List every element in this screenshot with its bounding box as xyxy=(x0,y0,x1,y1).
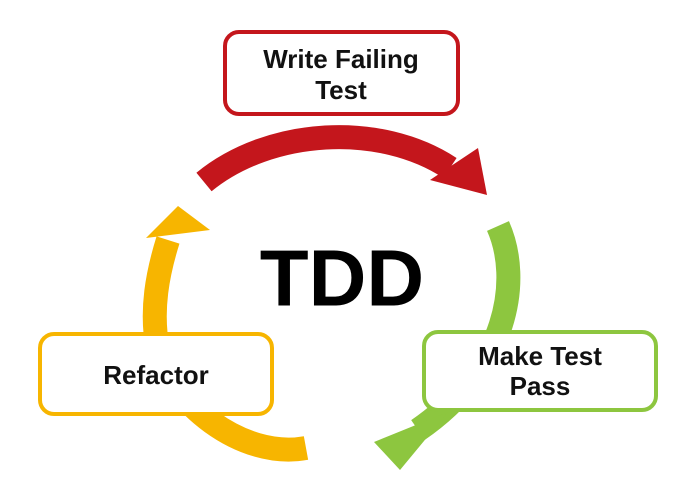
step-label-line: Pass xyxy=(510,371,571,401)
step-label-line: Make Test xyxy=(478,341,602,371)
red-cycle-arrow xyxy=(196,125,487,195)
center-label: TDD xyxy=(260,234,424,323)
step-label-line: Test xyxy=(315,75,367,105)
step-write-failing-test: Write Failing Test xyxy=(223,30,460,116)
step-label-line: Write Failing xyxy=(263,44,419,74)
step-refactor: Refactor xyxy=(38,332,274,416)
step-label-line: Refactor xyxy=(103,360,208,390)
step-make-test-pass: Make Test Pass xyxy=(422,330,658,412)
